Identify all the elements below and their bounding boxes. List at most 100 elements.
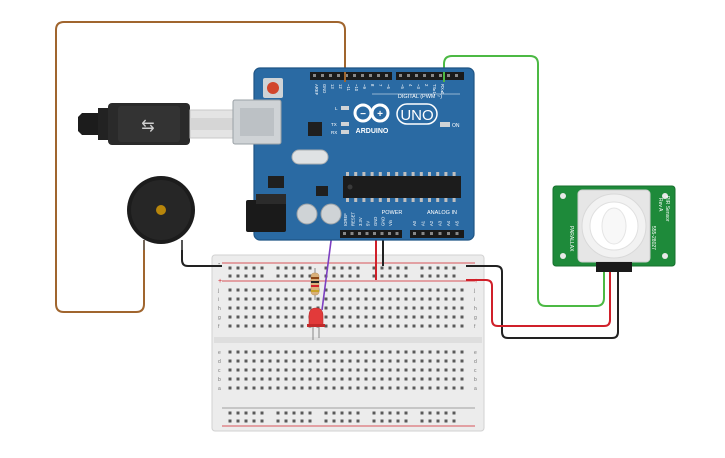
pin-label: A0: [412, 220, 417, 226]
usb-chip: [308, 122, 322, 136]
row-letter: f: [474, 324, 476, 330]
pin-label: 2: [424, 84, 429, 87]
capacitor-left: [296, 203, 318, 225]
pin-label: GND: [373, 217, 378, 226]
power-label: POWER: [382, 210, 403, 216]
row-letter: a: [474, 386, 477, 392]
svg-text:+: +: [377, 109, 383, 120]
wire-black-buzzer[interactable]: [181, 240, 222, 267]
row-letter: j: [473, 288, 475, 294]
row-letter: i: [474, 297, 475, 303]
wire-red-pir[interactable]: [466, 272, 611, 327]
pir-motion-sensor[interactable]: PIR Sensor Rev A 555-28027 PARALLAX: [552, 185, 676, 272]
analog-label: ANALOG IN: [427, 210, 457, 216]
rail-plus-label-right: +: [474, 278, 478, 285]
power-header[interactable]: [340, 230, 402, 238]
row-letter: b: [218, 377, 221, 383]
row-letter: d: [474, 359, 477, 365]
on-label: ON: [452, 123, 460, 129]
pin-label: RX◂0: [440, 84, 445, 95]
row-letter: g: [474, 315, 477, 321]
rail-bottom-holes: [228, 411, 456, 423]
pin-label: GND: [322, 84, 327, 93]
pin-label: A4: [446, 220, 451, 226]
row-letter: f: [218, 324, 220, 330]
reset-button[interactable]: [263, 78, 283, 98]
pin-label: 7: [378, 84, 383, 87]
atmega-chip: [343, 172, 461, 202]
pin-label: 12: [338, 84, 343, 89]
on-led: [440, 122, 450, 127]
row-letter: i: [218, 297, 219, 303]
rail-minus-label: -: [218, 261, 221, 268]
capacitor-right: [320, 203, 342, 225]
pin-label: RESET: [351, 212, 356, 226]
wire-brown[interactable]: [55, 21, 346, 313]
usb-cable: ⇆: [78, 103, 236, 145]
pin-label: Vin: [388, 219, 393, 226]
row-letter: h: [218, 306, 221, 312]
center-channel: [214, 337, 482, 343]
pin-label: 8: [370, 84, 375, 87]
uno-badge: [396, 103, 438, 125]
wire-black-pir[interactable]: [466, 265, 619, 339]
pin-label: ~3: [416, 84, 421, 89]
pin-label: A2: [429, 220, 434, 226]
pin-label: ~10: [354, 84, 359, 92]
led-rx: [341, 130, 349, 134]
led-l: [341, 106, 349, 110]
row-letter: b: [474, 377, 477, 383]
wire-green[interactable]: [443, 55, 605, 307]
pir-header: [596, 262, 632, 272]
led-tx-label: TX: [331, 122, 337, 127]
pin-label: GND: [381, 217, 386, 226]
piezo-buzzer[interactable]: [127, 176, 195, 250]
pin-label: IOREF: [343, 213, 348, 226]
led-tx: [341, 122, 349, 126]
digital-label: DIGITAL (PWM ~): [398, 94, 442, 100]
power-jack: [246, 194, 286, 232]
digital-header-left[interactable]: [310, 72, 392, 80]
pin-label: A5: [455, 220, 460, 226]
pin-label: ~5: [400, 84, 405, 89]
pir-brand: PARALLAX: [568, 226, 574, 252]
arduino-logo: − + ARDUINO: [353, 103, 390, 135]
digital-header-right[interactable]: [396, 72, 464, 80]
row-letter: c: [474, 368, 477, 374]
row-letter: j: [217, 288, 219, 294]
crystal-oscillator: [291, 149, 329, 165]
pin-label: A1: [421, 220, 426, 226]
row-letter: h: [474, 306, 477, 312]
pin-label: 5V: [366, 221, 371, 226]
row-letter: e: [474, 350, 477, 356]
row-letter: a: [218, 386, 221, 392]
pin-label: 4: [408, 84, 413, 87]
analog-header[interactable]: [410, 230, 464, 238]
pin-label: 13: [330, 84, 335, 89]
svg-text:−: −: [360, 109, 366, 120]
usb-icon: ⇆: [141, 118, 154, 135]
arduino-uno-board[interactable]: − + ARDUINO UNO ON L TX RX DIGITAL (PWM …: [232, 67, 475, 241]
led-rx-label: RX: [331, 130, 337, 135]
pin-label: ~9: [362, 84, 367, 89]
led-l-label: L: [335, 106, 338, 111]
row-letter: g: [218, 315, 221, 321]
pin-label: TX▸1: [432, 84, 437, 94]
model-label: UNO: [400, 107, 433, 124]
pin-label: ~6: [386, 84, 391, 89]
row-letter: e: [218, 350, 221, 356]
rail-plus-label: +: [218, 278, 222, 285]
pir-part-number: 555-28027: [650, 226, 656, 250]
pin-label: A3: [438, 220, 443, 226]
row-letter: c: [218, 368, 221, 374]
pin-label: ~11: [346, 84, 351, 91]
red-led[interactable]: [307, 307, 325, 340]
pir-label-rev: Rev A: [657, 198, 663, 212]
pir-label-top: PIR Sensor: [664, 196, 670, 222]
resistor[interactable]: [310, 268, 320, 300]
pin-label: AREF: [314, 84, 319, 96]
